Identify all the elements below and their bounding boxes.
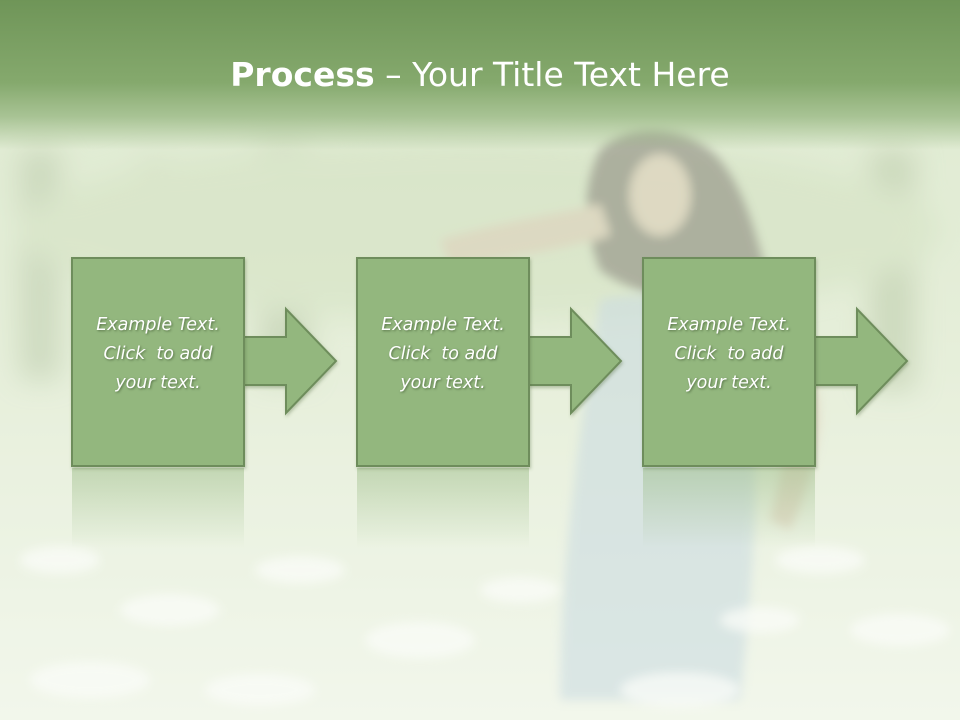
- step-text-line: Example Text.: [96, 315, 220, 335]
- step-text-line: Click to add: [103, 344, 213, 364]
- step-text-line: Example Text.: [381, 315, 505, 335]
- step-2-text[interactable]: Example Text. Click to add your text.: [358, 311, 528, 398]
- step-text-line: Click to add: [388, 344, 498, 364]
- step-1-box[interactable]: [71, 257, 245, 467]
- step-text-line: your text.: [115, 373, 201, 393]
- arrow-right-icon: [243, 306, 338, 416]
- arrow-right-icon: [814, 306, 909, 416]
- step-text-line: Example Text.: [667, 315, 791, 335]
- step-1-reflection: [72, 468, 244, 548]
- title-band: [0, 0, 960, 150]
- title-strong: Process: [230, 55, 375, 94]
- slide-title[interactable]: Process – Your Title Text Here: [0, 50, 960, 100]
- step-text-line: Click to add: [674, 344, 784, 364]
- arrow-right-icon: [528, 306, 623, 416]
- step-2-box[interactable]: [356, 257, 530, 467]
- step-3-box[interactable]: [642, 257, 816, 467]
- step-2-reflection: [357, 468, 529, 548]
- step-text-line: your text.: [400, 373, 486, 393]
- step-text-line: your text.: [686, 373, 772, 393]
- step-3-reflection: [643, 468, 815, 548]
- step-1-text[interactable]: Example Text. Click to add your text.: [73, 311, 243, 398]
- step-3-text[interactable]: Example Text. Click to add your text.: [644, 311, 814, 398]
- title-rest: – Your Title Text Here: [374, 55, 730, 94]
